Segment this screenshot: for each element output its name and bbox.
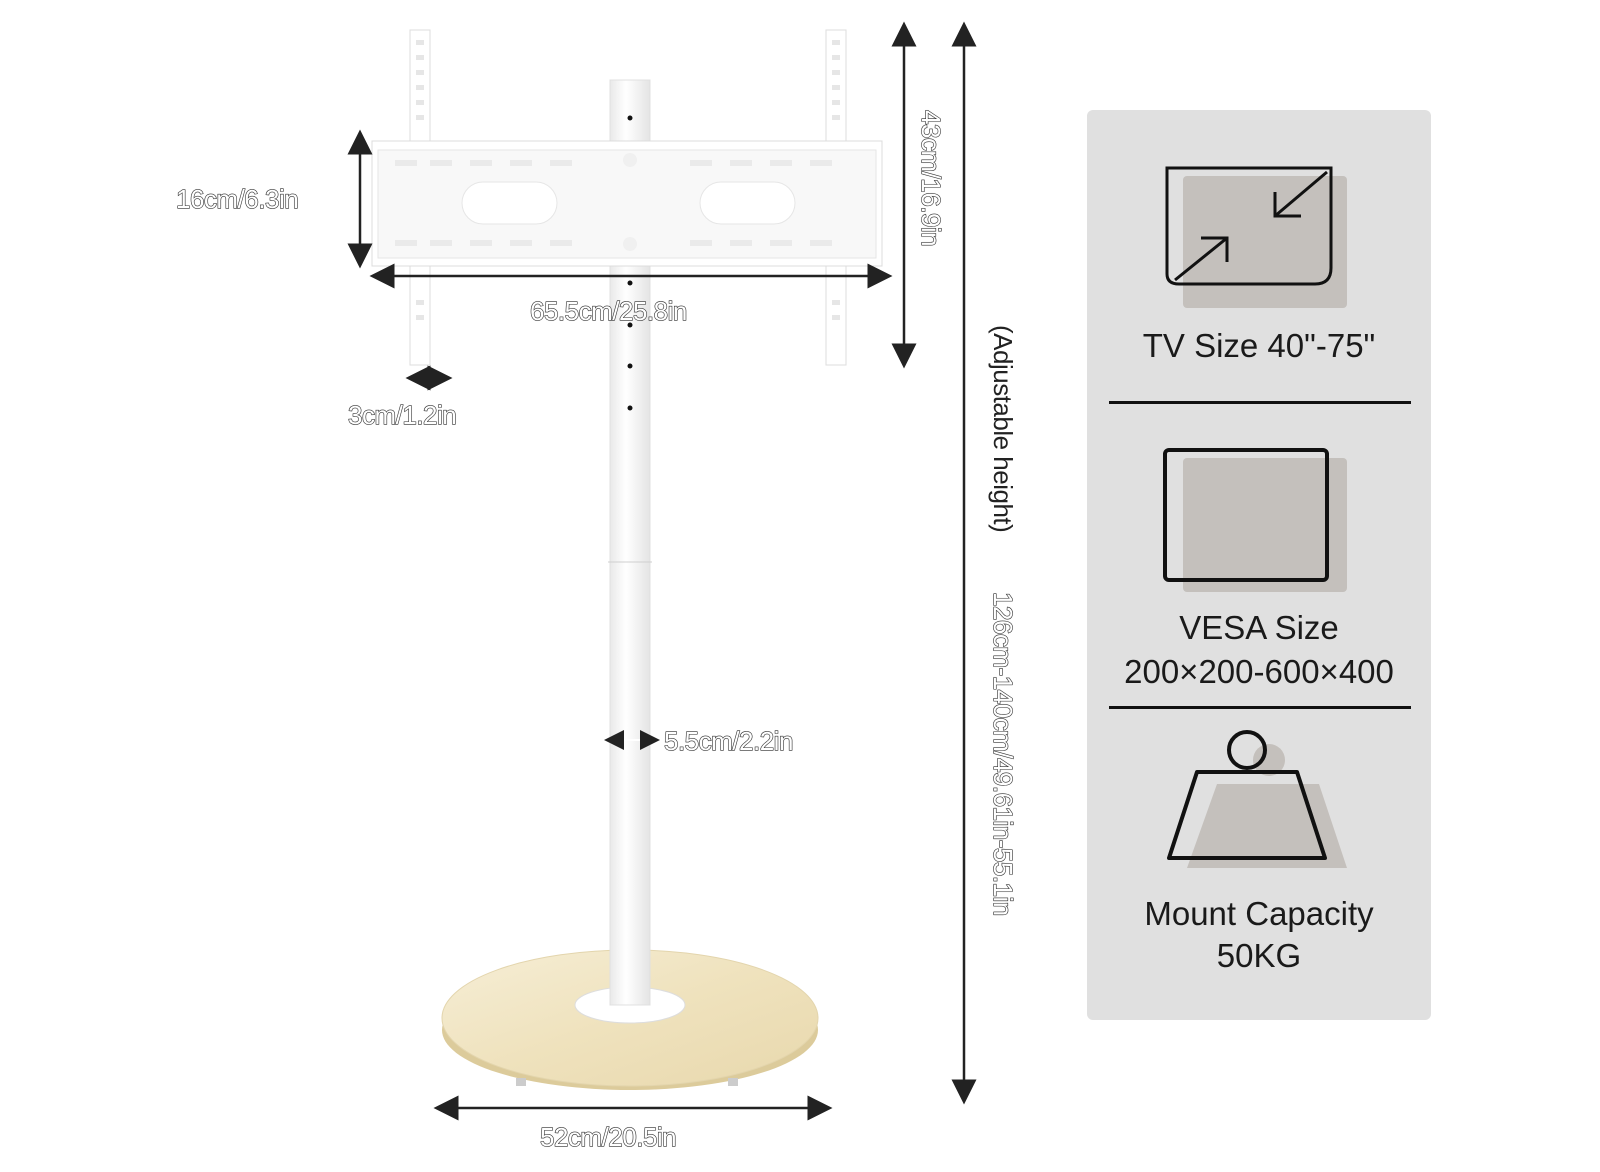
- mount-capacity-value: 50KG: [1216, 937, 1302, 974]
- total-height-label: 126cm-140cm/49.61in-55.1in: [987, 591, 1018, 916]
- adjustable-height-note: (Adjustable height): [988, 325, 1018, 533]
- mount-height-label: 43cm/16.9in: [915, 109, 946, 247]
- vesa-size-label: VESA Size: [1179, 609, 1339, 646]
- spec-divider-1: [1109, 401, 1411, 404]
- mount-capacity-label: Mount Capacity: [1144, 895, 1374, 932]
- weight-icon: [1167, 730, 1347, 868]
- arm-width-label: 3cm/1.2in: [347, 399, 457, 430]
- pole-diameter-label: 5.5cm/2.2in: [663, 725, 794, 756]
- square-screen-icon: [1163, 448, 1347, 592]
- tv-size-text: TV Size 40"-75": [1142, 327, 1376, 364]
- base-diameter-label: 52cm/20.5in: [539, 1121, 677, 1152]
- resize-arrows-icon: [1165, 166, 1347, 308]
- spec-divider-2: [1109, 706, 1411, 709]
- bracket-height-label: 16cm/6.3in: [175, 183, 299, 214]
- tv-stand-illustration: [347, 21, 977, 1121]
- wooden-base: [441, 949, 819, 1090]
- mount-bracket: [371, 140, 883, 267]
- spec-panel: TV Size 40"-75" VESA Size 200×200-600×40…: [1087, 110, 1431, 1020]
- bracket-width-label: 65.5cm/25.8in: [529, 295, 688, 326]
- vesa-size-value: 200×200-600×400: [1124, 653, 1394, 690]
- dimension-lines: [347, 21, 977, 1121]
